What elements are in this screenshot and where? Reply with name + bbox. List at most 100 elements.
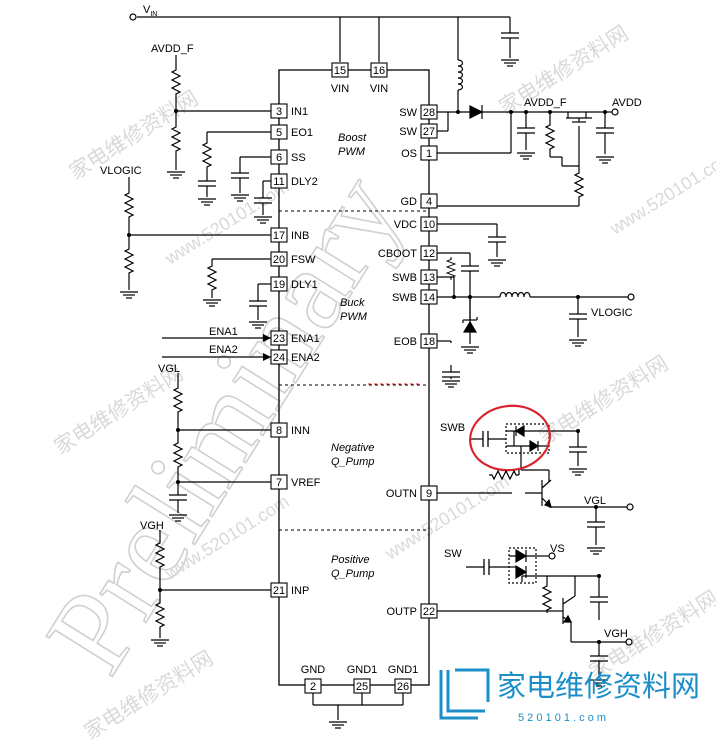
vgl-terminal bbox=[626, 503, 634, 511]
pin-11-number: 11 bbox=[273, 176, 284, 188]
pin-9-number: 9 bbox=[426, 488, 432, 500]
pin-6-name: SS bbox=[291, 152, 306, 164]
pin-14-name: SWB bbox=[392, 292, 417, 304]
pin-20-name: FSW bbox=[291, 254, 316, 266]
positive-pump-dual-diode bbox=[508, 547, 537, 584]
pin-2-name: GND bbox=[301, 664, 326, 676]
pin-19-number: 19 bbox=[273, 279, 285, 291]
avdd-terminal bbox=[611, 108, 619, 116]
pin-10-number: 10 bbox=[423, 219, 435, 231]
pin-16-name: VIN bbox=[370, 83, 388, 95]
pin-18-name: EOB bbox=[394, 336, 417, 348]
pin-right-1: 1 OS bbox=[401, 145, 438, 161]
vlogic-terminal bbox=[627, 293, 635, 301]
site-logo: 家电维修资料网 5 2 0 1 0 1 . c o m bbox=[439, 668, 700, 724]
watermark-cn-4: 家电维修资料网 bbox=[535, 352, 672, 449]
pin-27-name: SW bbox=[399, 126, 417, 138]
buck-section-label: Buck bbox=[340, 297, 365, 309]
pin-right-14: 14 SWB bbox=[392, 289, 438, 305]
vin-terminal bbox=[129, 13, 137, 21]
pin-24-number: 24 bbox=[273, 352, 285, 364]
pin-4-number: 4 bbox=[426, 196, 432, 208]
pin-7-number: 7 bbox=[276, 477, 282, 489]
pin-1-name: OS bbox=[401, 148, 417, 160]
pin-right-22: 22 OUTP bbox=[386, 603, 438, 619]
watermark-url-3: www.520101.com bbox=[606, 146, 716, 239]
pin-22-number: 22 bbox=[423, 606, 435, 618]
avdd-f-label-right: AVDD_F bbox=[524, 97, 567, 109]
pin-26-number: 26 bbox=[397, 681, 409, 693]
pin-13-name: SWB bbox=[392, 272, 417, 284]
pin-14-number: 14 bbox=[423, 292, 435, 304]
avdd-label: AVDD bbox=[612, 97, 642, 109]
buck-section-label-2: PWM bbox=[340, 311, 368, 323]
avdd-f-label-left: AVDD_F bbox=[151, 43, 194, 55]
net-labels: VIN AVDD_F AVDD_F AVDD VLOGIC VLOGIC ENA… bbox=[100, 4, 642, 640]
ena2-label: ENA2 bbox=[209, 344, 238, 356]
pin-17-name: INB bbox=[291, 230, 309, 242]
pin-right-4: 4GD bbox=[401, 193, 438, 209]
pin-4-box bbox=[420, 193, 438, 209]
pin-8-number: 8 bbox=[276, 425, 282, 437]
pin-right-10: 10 VDC bbox=[394, 216, 438, 232]
pin-28-number: 28 bbox=[423, 107, 435, 119]
pin-13-number: 13 bbox=[423, 272, 435, 284]
boost-diode bbox=[469, 105, 488, 119]
negative-pump-transistor bbox=[525, 479, 552, 508]
positive-section-label-2: Q_Pump bbox=[331, 568, 374, 580]
ena1-label: ENA1 bbox=[209, 326, 238, 338]
pin-17-number: 17 bbox=[273, 230, 285, 242]
pin-6-number: 6 bbox=[276, 152, 282, 164]
highlight-circle bbox=[469, 404, 551, 472]
pin-3-name: IN1 bbox=[291, 106, 308, 118]
pin-11-name: DLY2 bbox=[291, 176, 318, 188]
pin-right-27: 27 SW bbox=[399, 123, 438, 139]
pin-12-name: CBOOT bbox=[378, 248, 417, 260]
boost-section-label: Boost bbox=[338, 132, 367, 144]
pin-left-8: 8 INN bbox=[270, 422, 310, 438]
pin-18-number: 18 bbox=[423, 336, 435, 348]
vlogic-out-label: VLOGIC bbox=[591, 307, 633, 319]
pin-3-number: 3 bbox=[276, 106, 282, 118]
pin-24-name: ENA2 bbox=[291, 352, 320, 364]
pin-23-number: 23 bbox=[273, 333, 285, 345]
pin-left-20: 20 FSW bbox=[270, 251, 316, 267]
pin-9-name: OUTN bbox=[386, 488, 417, 500]
positive-pump-transistor bbox=[547, 576, 576, 624]
negative-section-label: Negative bbox=[331, 442, 374, 454]
vgh-out-label: VGH bbox=[604, 628, 628, 640]
vlogic-in-label: VLOGIC bbox=[100, 165, 142, 177]
pin-27-number: 27 bbox=[423, 126, 435, 138]
pin-8-name: INN bbox=[291, 425, 310, 437]
pin-22-name: OUTP bbox=[386, 606, 417, 618]
pin-21-number: 21 bbox=[273, 585, 285, 597]
pin-16-box bbox=[370, 62, 388, 78]
section-labels: Boost PWM Buck PWM Negative Q_Pump Posit… bbox=[331, 132, 374, 580]
pin-5-name: EO1 bbox=[291, 127, 313, 139]
vs-label: VS bbox=[550, 543, 565, 555]
pin-right-9: 9 OUTN bbox=[386, 485, 438, 501]
vgl-in-label: VGL bbox=[158, 363, 180, 375]
logo-cn-text: 家电维修资料网 bbox=[497, 670, 700, 703]
pin-25-number: 25 bbox=[356, 681, 368, 693]
pin-20-number: 20 bbox=[273, 254, 285, 266]
sw-pump-label: SW bbox=[444, 548, 462, 560]
pin-1-number: 1 bbox=[426, 148, 432, 160]
isolation-mosfet bbox=[566, 112, 592, 123]
pin-bottom-26: 26 GND1 bbox=[388, 664, 419, 694]
negative-section-label-2: Q_Pump bbox=[331, 456, 374, 468]
pin-25-name: GND1 bbox=[347, 664, 378, 676]
vgh-terminal bbox=[625, 638, 633, 646]
pin-26-name: GND1 bbox=[388, 664, 419, 676]
pin-10-name: VDC bbox=[394, 219, 417, 231]
boost-section-label-2: PWM bbox=[338, 146, 366, 158]
